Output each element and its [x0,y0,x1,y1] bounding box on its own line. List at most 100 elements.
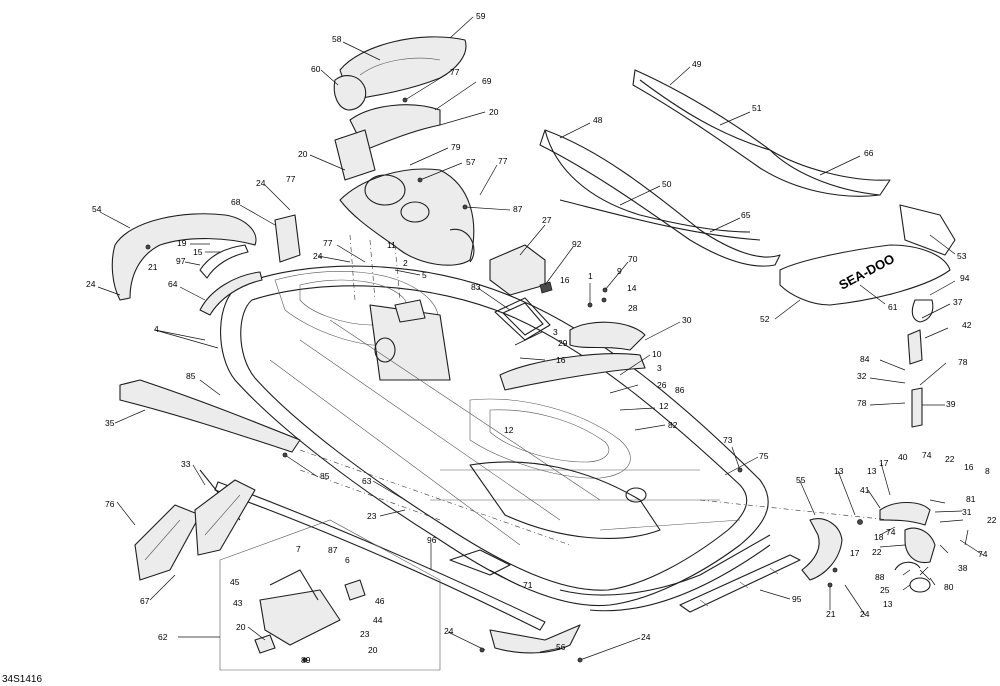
callout: 24 [444,626,454,636]
callout: 15 [193,247,203,257]
leader-lines [97,16,984,661]
callout: 76 [105,499,115,509]
callout: 1 [588,271,593,281]
callout: 20 [298,149,308,159]
callout: 17 [879,458,889,468]
trim-64 [199,271,263,316]
callout: 28 [628,303,638,313]
callout: 3 [553,327,558,337]
side-trim-54 [111,213,257,301]
reference-code: 34S1416 [2,674,42,685]
callout: 27 [542,215,552,225]
callout: 49 [692,59,702,69]
callout: 74 [922,450,932,460]
callout: 23 [367,511,377,521]
callout: 77 [450,67,460,77]
callout: 81 [966,494,976,504]
callout: 52 [760,314,770,324]
callout: 13 [883,599,893,609]
callout: 86 [675,385,685,395]
callout: 26 [657,380,667,390]
callout: 35 [105,418,115,428]
callout: 4 [154,324,159,334]
console-69 [334,104,441,181]
callout: 50 [662,179,672,189]
callout: 88 [875,572,885,582]
callout: 56 [556,642,566,652]
callout: 75 [759,451,769,461]
seat-assembly [539,69,891,267]
callout: 94 [960,273,970,283]
callout: 21 [826,609,836,619]
callout: 24 [256,178,266,188]
bracket-97 [199,244,249,279]
callout: 46 [375,596,385,606]
callout: 24 [313,251,323,261]
callout: 25 [880,585,890,595]
callout: 44 [373,615,383,625]
callout: 2 [403,258,408,268]
cover-71 [449,549,511,576]
callout: 32 [857,371,867,381]
callout: 11 [387,240,396,250]
callout: 68 [231,197,241,207]
callout: 20 [368,645,378,655]
callout: 21 [148,262,158,272]
callout: 39 [946,399,956,409]
callout: 67 [140,596,150,606]
callout: 82 [668,420,678,430]
callout: 30 [682,315,692,325]
callout: 77 [498,156,508,166]
callout: 80 [944,582,954,592]
callout: 73 [723,435,733,445]
side-panel-68 [274,214,301,263]
callout: 61 [888,302,898,312]
alignment-lines [299,234,891,546]
callout: 38 [958,563,968,573]
callout: 58 [332,34,342,44]
bumper-56 [489,624,581,654]
callout: 16 [560,275,570,285]
fasteners [145,97,863,663]
callout: 24 [641,632,651,642]
callout: 3 [657,363,662,373]
callout: 10 [652,349,662,359]
callout: 37 [953,297,963,307]
callout: 85 [320,471,330,481]
callout: 40 [898,452,908,462]
callout: 29 [558,338,568,348]
callout: 64 [168,279,178,289]
hull-logo-text: SEA-DOO [836,251,897,293]
jet-pump-assembly [879,501,936,593]
callout: 74 [978,549,988,559]
callout: 20 [236,622,246,632]
callout: 16 [964,462,974,472]
callout: 77 [286,174,296,184]
callout: 18 [874,532,884,542]
callout: 77 [323,238,333,248]
callout: 5 [422,270,427,280]
callout: 48 [593,115,603,125]
callout: 63 [362,476,372,486]
storage-tub-27 [489,244,553,296]
callout: 79 [451,142,461,152]
handlebar-fairing-30 [499,321,646,391]
steering-column [907,299,934,428]
callout: 17 [850,548,860,558]
hull-body [220,265,771,612]
callout: 42 [962,320,972,330]
callout: 51 [752,103,762,113]
callout: 13 [867,466,877,476]
rub-rail-95 [679,554,801,613]
callout: 20 [489,107,499,117]
step-35 [119,379,301,453]
callout: 31 [962,507,972,517]
callout: 33 [181,459,191,469]
frame-83 [494,297,551,341]
callout: 78 [958,357,968,367]
callout: 71 [523,580,533,590]
callout: 70 [628,254,638,264]
callout: 54 [92,204,102,214]
callout: 13 [834,466,844,476]
